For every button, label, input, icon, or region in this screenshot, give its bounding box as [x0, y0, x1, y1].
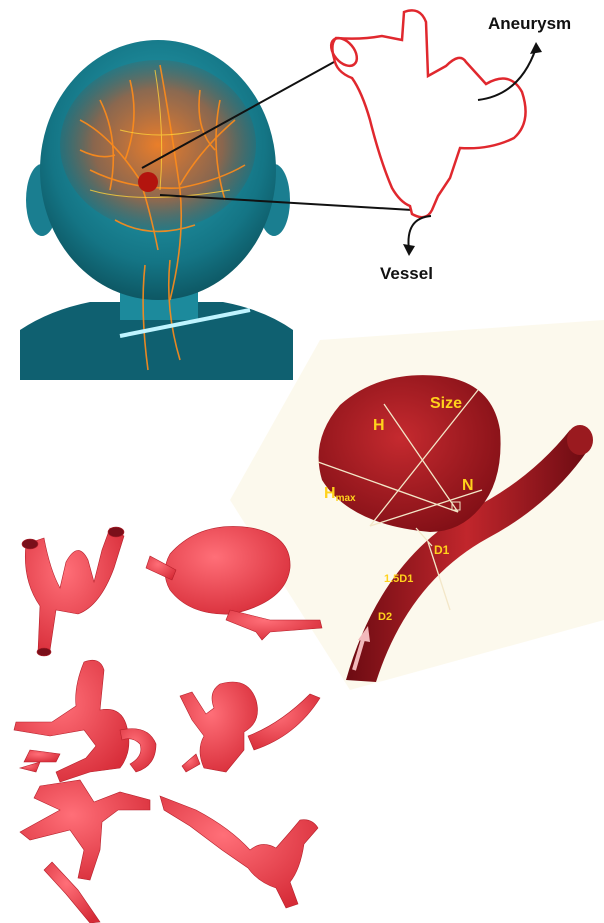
- d2-label: D2: [378, 611, 392, 623]
- d1-label: D1: [434, 543, 450, 557]
- aneurysm-model-3: [14, 660, 156, 782]
- one-five-d1-label: 1.5D1: [384, 573, 413, 585]
- aneurysm-label: Aneurysm: [488, 14, 571, 34]
- aneurysm-model-2: [146, 526, 322, 640]
- vessel-label: Vessel: [380, 264, 433, 284]
- h-label: H: [373, 417, 385, 434]
- n-label: N: [462, 477, 474, 494]
- aneurysm-model-6: [160, 796, 318, 908]
- aneurysm-model-5: [20, 780, 150, 923]
- size-label: Size: [430, 395, 462, 412]
- vessel-arrow: [395, 210, 445, 260]
- aneurysm-3d-models: [0, 510, 340, 923]
- aneurysm-model-4: [180, 682, 320, 772]
- aneurysm-arrow: [470, 40, 560, 110]
- aneurysm-model-1: [22, 527, 124, 656]
